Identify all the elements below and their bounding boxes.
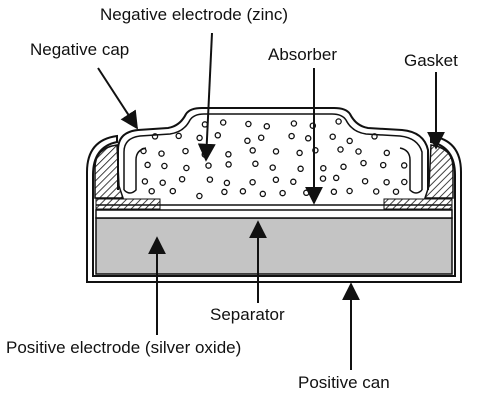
zinc-granule — [290, 120, 298, 127]
zinc-granule — [148, 187, 155, 195]
zinc-granule — [383, 178, 390, 186]
zinc-granules — [140, 118, 408, 200]
label-gasket: Gasket — [404, 51, 458, 70]
zinc-granule — [249, 147, 256, 154]
zinc-granule — [257, 134, 265, 141]
zinc-granule — [263, 123, 271, 130]
zinc-granule — [401, 178, 408, 186]
zinc-granule — [320, 164, 327, 172]
negative-cap — [117, 107, 429, 190]
zinc-granule — [159, 179, 166, 186]
zinc-granule — [178, 175, 186, 183]
label-separator: Separator — [210, 305, 285, 324]
arrow-negative-cap — [97, 67, 138, 130]
zinc-granule — [225, 151, 232, 158]
gasket-right — [423, 144, 454, 199]
zinc-granule — [158, 150, 165, 157]
zinc-granule — [337, 146, 344, 153]
zinc-granule — [361, 177, 369, 185]
zinc-granule — [205, 162, 212, 169]
zinc-granule — [161, 162, 168, 170]
zinc-granule — [140, 147, 147, 155]
zinc-granule — [360, 159, 367, 167]
zinc-granule — [206, 176, 214, 183]
zinc-granule — [371, 133, 378, 140]
positive-can — [86, 134, 462, 283]
zinc-granule — [214, 132, 222, 139]
seal-strip-left — [95, 198, 161, 210]
zinc-granule — [272, 148, 280, 155]
zinc-granule — [288, 132, 295, 140]
label-positive-can: Positive can — [298, 373, 390, 392]
zinc-granule — [346, 187, 353, 195]
zinc-granule — [379, 161, 387, 169]
zinc-granule — [169, 187, 177, 195]
label-absorber: Absorber — [268, 45, 337, 64]
zinc-granule — [392, 188, 400, 195]
zinc-granule — [175, 132, 182, 140]
zinc-granule — [335, 118, 342, 125]
zinc-granule — [303, 189, 310, 197]
zinc-granule — [279, 189, 286, 197]
seal-strip-right — [383, 198, 453, 210]
zinc-granule — [383, 149, 391, 157]
zinc-granule — [244, 137, 251, 145]
zinc-granule — [355, 148, 362, 155]
label-negative-cap: Negative cap — [30, 40, 129, 59]
cap-fold-left — [123, 147, 147, 194]
zinc-granule — [309, 122, 317, 129]
negative-cap-inner — [123, 113, 423, 190]
zinc-granule — [182, 147, 189, 155]
zinc-granule — [312, 147, 319, 154]
zinc-granule — [329, 133, 336, 140]
zinc-granule — [297, 165, 304, 173]
zinc-granule — [340, 163, 347, 171]
zinc-granule — [272, 176, 280, 184]
zinc-granule — [319, 175, 327, 182]
zinc-granule — [239, 188, 247, 195]
zinc-granule — [400, 162, 408, 169]
zinc-granule — [269, 164, 276, 171]
zinc-granule — [330, 188, 338, 196]
label-negative-electrode: Negative electrode (zinc) — [100, 5, 288, 24]
zinc-granule — [252, 160, 259, 168]
zinc-granule — [249, 178, 256, 186]
zinc-granule — [296, 149, 303, 157]
label-positive-electrode: Positive electrode (silver oxide) — [6, 338, 241, 357]
zinc-granule — [259, 190, 267, 198]
zinc-granule — [196, 134, 203, 142]
zinc-granule — [183, 164, 190, 172]
zinc-granule — [346, 137, 353, 145]
zinc-granule — [372, 188, 380, 195]
zinc-granule — [223, 179, 231, 187]
zinc-granule — [332, 174, 340, 182]
positive-electrode — [95, 217, 453, 275]
zinc-granule — [245, 120, 252, 128]
zinc-granule — [219, 119, 227, 126]
arrow-negative-electrode — [197, 32, 216, 162]
zinc-granule — [151, 133, 159, 140]
zinc-granule — [290, 178, 297, 186]
separator-layer — [95, 209, 453, 219]
zinc-granule — [141, 178, 149, 185]
cap-fold-right — [399, 147, 423, 194]
zinc-granule — [225, 161, 232, 168]
zinc-granule — [221, 188, 228, 196]
zinc-granule — [144, 161, 151, 169]
zinc-granule — [304, 135, 312, 142]
zinc-granule — [196, 192, 203, 200]
